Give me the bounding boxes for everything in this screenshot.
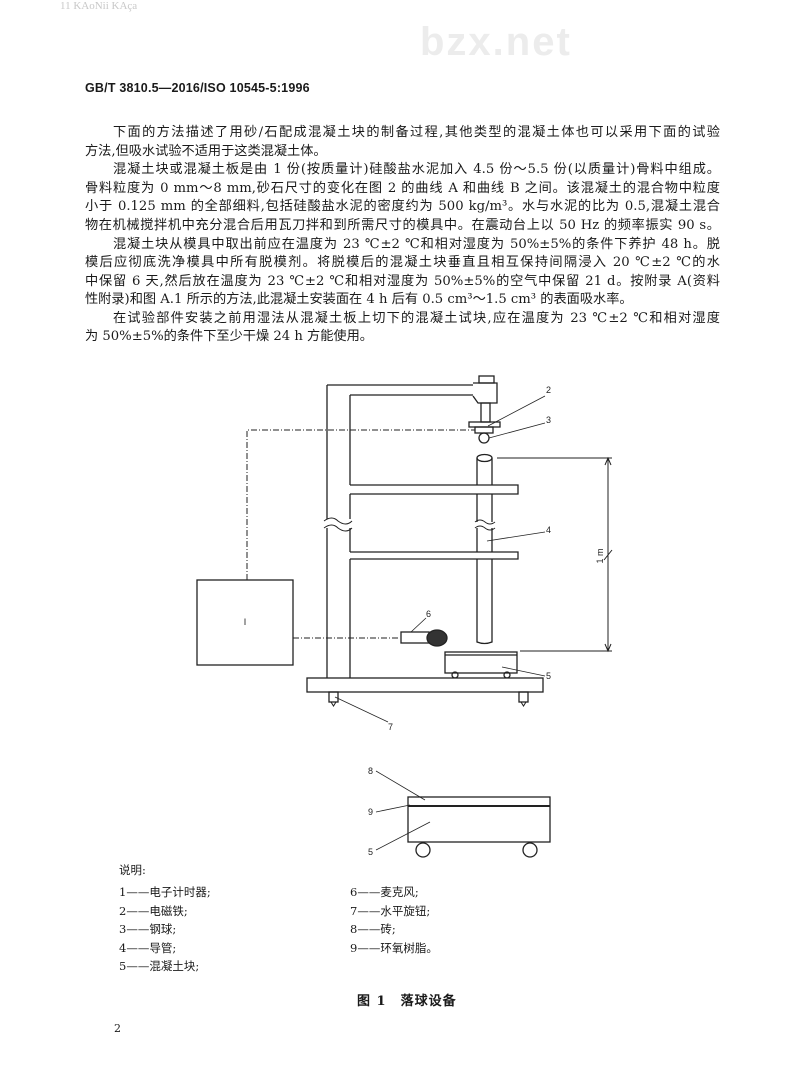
guide-tube-top bbox=[476, 453, 493, 463]
microphone-head bbox=[426, 629, 448, 647]
knob-tips bbox=[330, 701, 527, 707]
legend-item: 8——砖; bbox=[350, 922, 396, 936]
magnet-housing bbox=[472, 382, 498, 404]
paragraph-line: 混凝土块或混凝土板是由 1 份(按质量计)硅酸盐水泥加入 4.5 份～5.5 份… bbox=[113, 162, 720, 177]
label-5-detail: 5 bbox=[368, 847, 373, 857]
paragraph-line: 性附录)和图 A.1 所示的方法,此混凝土安装面在 4 h 后有 0.5 cm³… bbox=[85, 292, 633, 307]
base-plate bbox=[306, 677, 544, 693]
leveling-knob-left bbox=[328, 691, 339, 703]
legend-item: 6——麦克风; bbox=[350, 885, 419, 899]
legend-item: 1——电子计时器; bbox=[119, 885, 211, 899]
leader-lines bbox=[334, 395, 546, 723]
label-5: 5 bbox=[546, 671, 551, 681]
legend-item: 5——混凝土块; bbox=[119, 959, 200, 973]
paragraph-line: 小于 0.125 mm 的全部细料,包括硅酸盐水泥的密度约为 500 kg/m³… bbox=[85, 199, 720, 214]
legend-item: 7——水平旋钮; bbox=[350, 903, 431, 918]
timer-label: I bbox=[244, 617, 247, 627]
concrete-block bbox=[444, 651, 518, 674]
dimension-label: 1 m bbox=[595, 548, 605, 563]
frame-column bbox=[326, 384, 473, 678]
magnet-holder bbox=[474, 426, 494, 434]
electromagnet-plate bbox=[468, 421, 501, 428]
legend-item: 9——环氧树脂。 bbox=[350, 940, 438, 955]
paragraph-line: 模后应彻底洗净模具中所有脱模剂。将脱模后的混凝土块垂直且相互保持间隔浸入 20 … bbox=[85, 255, 720, 270]
microphone-handle bbox=[400, 631, 430, 644]
wire-magnet bbox=[246, 429, 475, 580]
leveling-knob-right bbox=[518, 691, 529, 703]
legend-item: 3——钢球; bbox=[119, 922, 177, 936]
label-2: 2 bbox=[546, 385, 551, 395]
legend-left: 1——电子计时器; 2——电磁铁; 3——钢球; 4——导管; 5——混凝土块; bbox=[119, 883, 211, 976]
dimension-line bbox=[497, 456, 613, 653]
magnet-cap bbox=[478, 375, 495, 384]
paragraph-line: 骨料粒度为 0 mm～8 mm,砂石尺寸的变化在图 2 的曲线 A 和曲线 B … bbox=[85, 181, 720, 196]
steel-ball bbox=[478, 432, 490, 444]
magnet-rod bbox=[480, 402, 491, 423]
watermark-middle: bzx.net bbox=[420, 20, 572, 64]
paragraph-line: 下面的方法描述了用砂/石配成混凝土块的制备过程,其他类型的混凝土体也可以采用下面… bbox=[113, 125, 720, 140]
label-4: 4 bbox=[546, 525, 551, 535]
legend-item: 2——电磁铁; bbox=[119, 903, 188, 918]
shelf-upper bbox=[350, 484, 519, 495]
detail-block bbox=[407, 796, 551, 843]
paragraph-line: 混凝土块从模具中取出前应在温度为 23 ℃±2 ℃和相对湿度为 50%±5%的条… bbox=[113, 237, 720, 252]
page-number: 2 bbox=[114, 1022, 121, 1035]
paragraph-line: 为 50%±5%的条件下至少干燥 24 h 方能使用。 bbox=[85, 329, 373, 344]
legend-title: 说明: bbox=[119, 863, 146, 877]
paragraph-line: 物在机械搅拌机中充分混合后用瓦刀拌和到所需尺寸的模具中。在震动台上以 50 Hz… bbox=[85, 218, 720, 233]
paragraph-line: 中保留 6 天,然后放在温度为 23 ℃±2 ℃和相对湿度为 50%±5%的空气… bbox=[85, 274, 720, 289]
watermark-top: 11 KAoNii KAça bbox=[60, 0, 138, 12]
paragraph-line: 在试验部件安装之前用湿法从混凝土板上切下的混凝土试块,应在温度为 23 ℃±2 … bbox=[113, 311, 720, 326]
electronic-timer bbox=[196, 579, 294, 666]
label-7: 7 bbox=[388, 722, 393, 732]
shelf-lower bbox=[350, 551, 519, 560]
legend-item: 4——导管; bbox=[119, 940, 177, 955]
standard-header: GB/T 3810.5—2016/ISO 10545-5:1996 bbox=[85, 81, 310, 95]
paragraph-line: 方法,但吸水试验不适用于这类混凝土体。 bbox=[85, 144, 327, 159]
break-mark bbox=[323, 517, 353, 532]
tube-break-mark bbox=[474, 519, 496, 531]
detail-wheel bbox=[415, 842, 431, 858]
detail-leader-lines bbox=[375, 770, 431, 851]
detail-wheel bbox=[522, 842, 538, 858]
label-9: 9 bbox=[368, 807, 373, 817]
label-3: 3 bbox=[546, 415, 551, 425]
label-8: 8 bbox=[368, 766, 373, 776]
guide-tube bbox=[476, 458, 493, 645]
legend-right: 6——麦克风; 7——水平旋钮; 8——砖; 9——环氧树脂。 bbox=[350, 883, 438, 957]
label-6: 6 bbox=[426, 609, 431, 619]
figure-caption: 图 1 落球设备 bbox=[357, 994, 457, 1009]
